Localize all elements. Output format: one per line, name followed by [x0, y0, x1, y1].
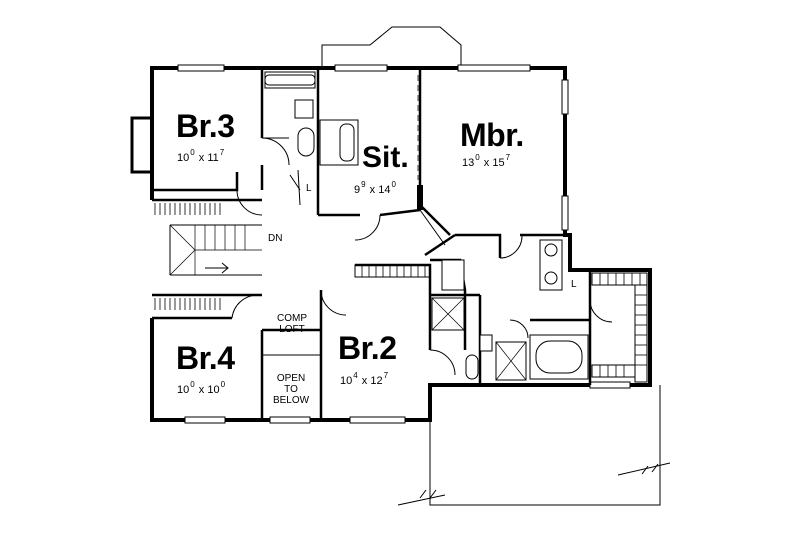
dim-by: x — [480, 157, 493, 169]
open-line-1: OPEN — [276, 373, 306, 384]
dim-width-ft: 10 — [177, 384, 190, 396]
left-bump — [130, 116, 154, 174]
open-to-below-label: OPEN TO BELOW — [262, 373, 320, 406]
room-name-sit: Sit. — [362, 141, 409, 174]
master-bath-fixtures — [431, 239, 589, 381]
room-dimensions-br4: 100 x 100 — [177, 381, 226, 396]
dim-length-ft: 12 — [370, 375, 383, 387]
dim-length-ft: 11 — [207, 152, 219, 164]
linen-closet-label: L — [306, 183, 312, 194]
stair-down-label: DN — [268, 233, 283, 244]
dim-length-in: 0 — [391, 180, 396, 189]
comp-loft-line-1: COMP — [277, 313, 307, 324]
bay-window — [321, 26, 462, 68]
room-name-mbr: Mbr. — [460, 117, 524, 153]
comp-loft-line-2: LOFT — [279, 324, 305, 335]
dim-length-ft: 10 — [207, 384, 220, 396]
dim-length-ft: 15 — [492, 157, 505, 169]
dim-by: x — [358, 375, 371, 387]
master-closet-label: L — [571, 279, 577, 290]
door-swings — [231, 137, 613, 376]
comp-loft-label: COMP LOFT — [266, 313, 318, 335]
dim-by: x — [366, 184, 379, 196]
dim-width-ft: 9 — [354, 184, 361, 196]
room-name-br2: Br.2 — [338, 330, 397, 366]
dim-length-in: 7 — [383, 371, 389, 380]
dim-width-in: 4 — [353, 371, 358, 380]
dim-length-in: 7 — [505, 153, 511, 162]
dim-width-in: 0 — [190, 380, 195, 389]
dim-width-ft: 10 — [177, 152, 190, 164]
closet-shelves — [354, 264, 648, 383]
hall-bath-fixtures — [264, 71, 359, 166]
lower-outline — [397, 385, 671, 506]
dim-width-ft: 13 — [462, 157, 475, 169]
open-line-3: BELOW — [272, 395, 310, 406]
room-name-br3: Br.3 — [176, 108, 235, 144]
room-dimensions-sit: 99 x 140 — [354, 181, 397, 196]
open-line-2: TO — [284, 384, 298, 395]
room-dimensions-mbr: 130 x 157 — [462, 154, 511, 169]
stair-treads — [154, 203, 262, 310]
dim-width-in: 0 — [190, 148, 195, 157]
dim-length-in: 7 — [219, 148, 225, 157]
dim-width-in: 9 — [361, 180, 366, 189]
dim-length-in: 0 — [220, 380, 226, 389]
room-dimensions-br2: 104 x 127 — [340, 372, 389, 387]
windows — [177, 64, 631, 424]
dim-width-in: 0 — [475, 153, 480, 162]
dim-by: x — [195, 152, 208, 164]
room-dimensions-br3: 100 x 117 — [177, 149, 225, 164]
room-name-br4: Br.4 — [176, 340, 235, 376]
dim-width-ft: 10 — [340, 375, 353, 387]
dim-by: x — [195, 384, 208, 396]
dim-length-ft: 14 — [378, 184, 391, 196]
